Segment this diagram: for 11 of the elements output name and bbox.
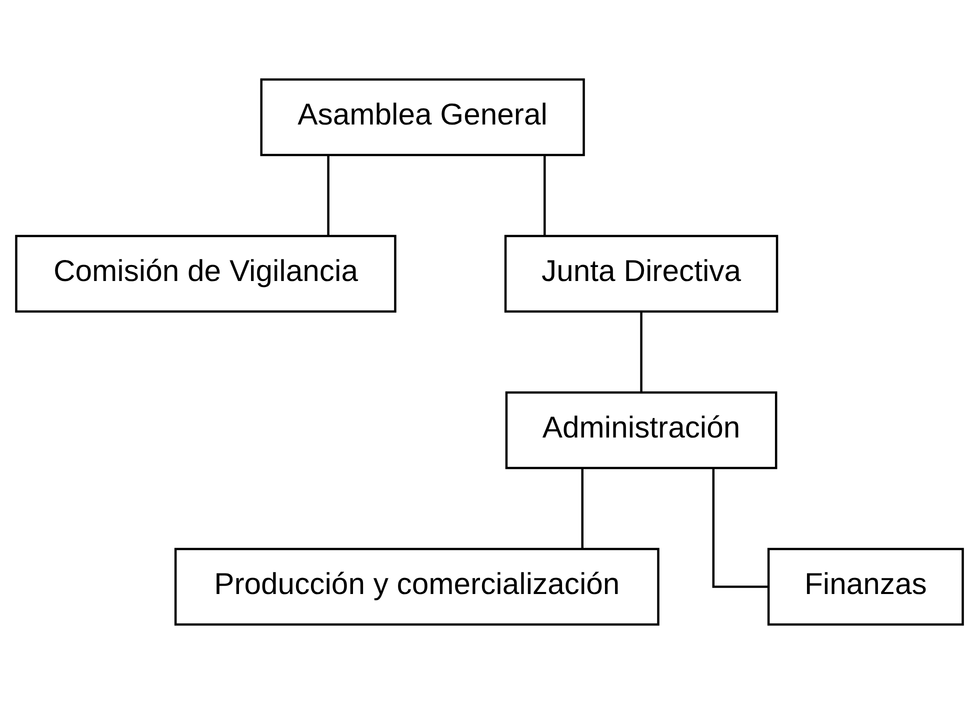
connector (327, 154, 330, 236)
connector (712, 468, 768, 588)
node-box: Finanzas (767, 547, 964, 626)
node-box: Comisión de Vigilancia (15, 234, 396, 312)
connector (581, 468, 584, 548)
node-box: Junta Directiva (504, 234, 778, 312)
connector (544, 154, 546, 236)
node-box: Producción y comercialización (174, 547, 660, 626)
connector (640, 311, 642, 392)
node-box: Asamblea General (260, 78, 585, 156)
node-box: Administración (505, 390, 778, 469)
